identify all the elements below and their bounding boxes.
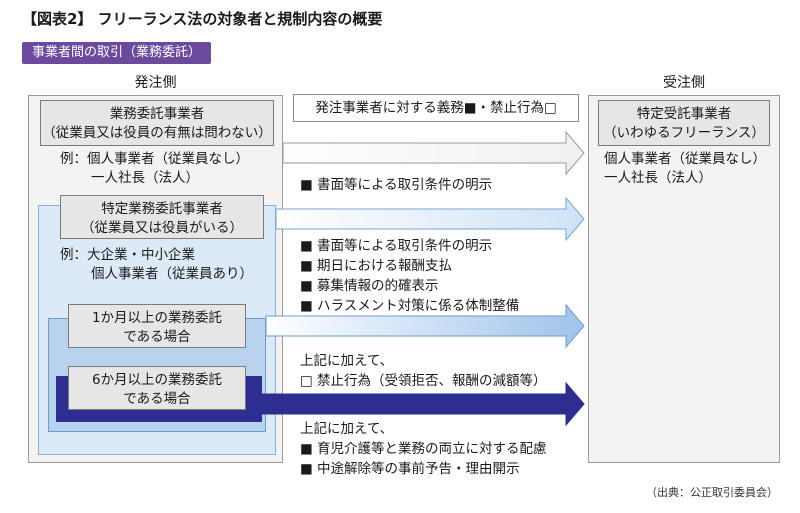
section-banner: 事業者間の取引（業務委託） [22, 42, 212, 64]
outsourcer-example-line2: 一人社長（法人） [91, 170, 199, 186]
freelancer-label-line1: 特定受託事業者 [636, 106, 732, 122]
duty-item: ■ 書面等による取引条件の明示 [300, 177, 493, 193]
specific-outsourcer-label-line1: 特定業務委託事業者 [101, 201, 223, 217]
freelancer-panel [588, 95, 780, 463]
arrow-outsourcer [282, 130, 585, 176]
duty-item: ■ 育児介護等と業務の両立に対する配慮 [300, 441, 547, 457]
outsourcer-label: 業務委託事業者 （従業員又は役員の有無は問わない） [40, 100, 274, 146]
duty-item: ■ 期日における報酬支払 [300, 258, 453, 274]
freelancer-label-line2: （いわゆるフリーランス） [603, 125, 765, 141]
duty-intro: 上記に加えて、 [300, 421, 394, 437]
left-column-header: 発注側 [134, 75, 177, 91]
duty-item: ■ 募集情報の的確表示 [300, 278, 439, 294]
duty-header: 発注事業者に対する義務■・禁止行為□ [293, 94, 579, 122]
freelancer-example-line2: 一人社長（法人） [604, 170, 712, 186]
specific-outsourcer-example-line2: 個人事業者（従業員あり） [91, 266, 253, 282]
specific-outsourcer-example-line1: 例：大企業・中小企業 [60, 247, 195, 263]
outsourcer-label-line1: 業務委託事業者 [109, 106, 205, 122]
one-month-label: 1か月以上の業務委託 である場合 [68, 304, 246, 348]
source-note: （出典：公正取引委員会） [646, 486, 778, 499]
freelancer-example-line1: 個人事業者（従業員なし） [604, 151, 766, 167]
right-column-header: 受注側 [663, 75, 705, 91]
freelancer-label: 特定受託事業者 （いわゆるフリーランス） [598, 100, 770, 146]
specific-outsourcer-label: 特定業務委託事業者 （従業員又は役員がいる） [60, 195, 264, 239]
duty-intro: 上記に加えて、 [300, 353, 394, 369]
one-month-label-line2: である場合 [123, 329, 191, 345]
duty-item: □ 禁止行為（受領拒否、報酬の減額等） [300, 373, 547, 389]
specific-outsourcer-label-line2: （従業員又は役員がいる） [81, 220, 243, 236]
one-month-label-line1: 1か月以上の業務委託 [91, 310, 223, 326]
arrow-one-month [265, 303, 585, 349]
duty-item: ■ ハラスメント対策に係る体制整備 [300, 298, 520, 314]
arrow-six-month [261, 381, 585, 427]
six-month-label-line2: である場合 [123, 391, 191, 407]
outsourcer-label-line2: （従業員又は役員の有無は問わない） [42, 125, 272, 141]
outsourcer-example-line1: 例：個人事業者（従業員なし） [60, 151, 249, 167]
duty-item: ■ 中途解除等の事前予告・理由開示 [300, 461, 520, 477]
six-month-label-line1: 6か月以上の業務委託 [91, 372, 223, 388]
duty-item: ■ 書面等による取引条件の明示 [300, 238, 493, 254]
page-title: 【図表2】 フリーランス法の対象者と規制内容の概要 [22, 10, 383, 28]
arrow-specific-outsourcer [275, 196, 585, 242]
six-month-label: 6か月以上の業務委託 である場合 [68, 366, 246, 410]
